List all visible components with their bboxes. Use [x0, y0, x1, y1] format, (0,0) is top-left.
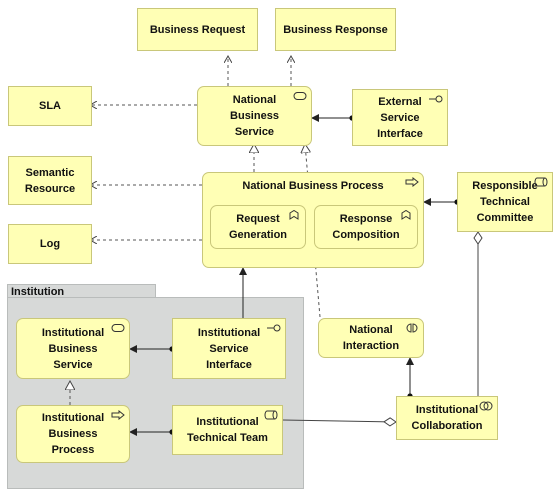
process-icon [405, 177, 419, 187]
national-business-service[interactable]: National Business Service [197, 86, 312, 146]
national-business-service-label: National Business Service [230, 94, 279, 138]
request-generation-function[interactable]: Request Generation [210, 205, 306, 249]
external-service-interface-label: External Service Interface [377, 95, 423, 140]
institutional-service-interface[interactable]: Institutional Service Interface [172, 318, 286, 379]
collaboration-icon [479, 401, 493, 411]
institutional-business-process[interactable]: Institutional Business Process [16, 405, 130, 463]
institutional-service-interface-label: Institutional Service Interface [197, 326, 261, 371]
institutional-technical-team[interactable]: Institutional Technical Team [172, 405, 283, 455]
responsible-technical-committee-label: Responsible Technical Committee [472, 180, 538, 224]
institutional-collaboration-label: Institutional Collaboration [411, 404, 483, 432]
process-icon [111, 410, 125, 420]
team-aggregation [282, 417, 397, 427]
institution-group-tab [7, 284, 156, 299]
log-label: Log [39, 238, 61, 250]
national-interaction[interactable]: National Interaction [318, 318, 424, 358]
institutional-business-process-label: Institutional Business Process [41, 412, 105, 456]
interface-icon [429, 95, 443, 103]
role-icon [534, 177, 548, 187]
response-composition-label: Response Composition [332, 213, 400, 241]
interaction-icon [406, 323, 418, 333]
institutional-collaboration[interactable]: Institutional Collaboration [396, 396, 498, 440]
sla-object[interactable]: SLA [8, 86, 92, 126]
function-icon [289, 210, 299, 220]
national-business-process-label: National Business Process [242, 180, 384, 192]
business-request-label: Business Request [149, 23, 246, 36]
role-icon [264, 410, 278, 420]
institutional-business-service-label: Institutional Business Service [41, 326, 105, 371]
institutional-technical-team-label: Institutional Technical Team [187, 416, 268, 444]
institution-group-label: Institution [11, 286, 65, 298]
responsible-technical-committee[interactable]: Responsible Technical Committee [457, 172, 553, 232]
interface-icon [267, 324, 281, 332]
function-icon [401, 210, 411, 220]
service-icon [293, 92, 307, 100]
business-request-object[interactable]: Business Request [137, 8, 258, 51]
semantic-resource-object[interactable]: Semantic Resource [8, 156, 92, 205]
service-icon [111, 324, 125, 332]
external-service-interface[interactable]: External Service Interface [352, 89, 448, 146]
response-composition-function[interactable]: Response Composition [314, 205, 418, 249]
business-response-object[interactable]: Business Response [275, 8, 396, 51]
request-generation-label: Request Generation [228, 213, 288, 241]
business-response-label: Business Response [283, 23, 388, 36]
national-interaction-label: National Interaction [342, 324, 400, 352]
institutional-business-service[interactable]: Institutional Business Service [16, 318, 130, 379]
semantic-resource-label: Semantic Resource [24, 166, 76, 195]
sla-label: SLA [39, 100, 61, 112]
log-object[interactable]: Log [8, 224, 92, 264]
